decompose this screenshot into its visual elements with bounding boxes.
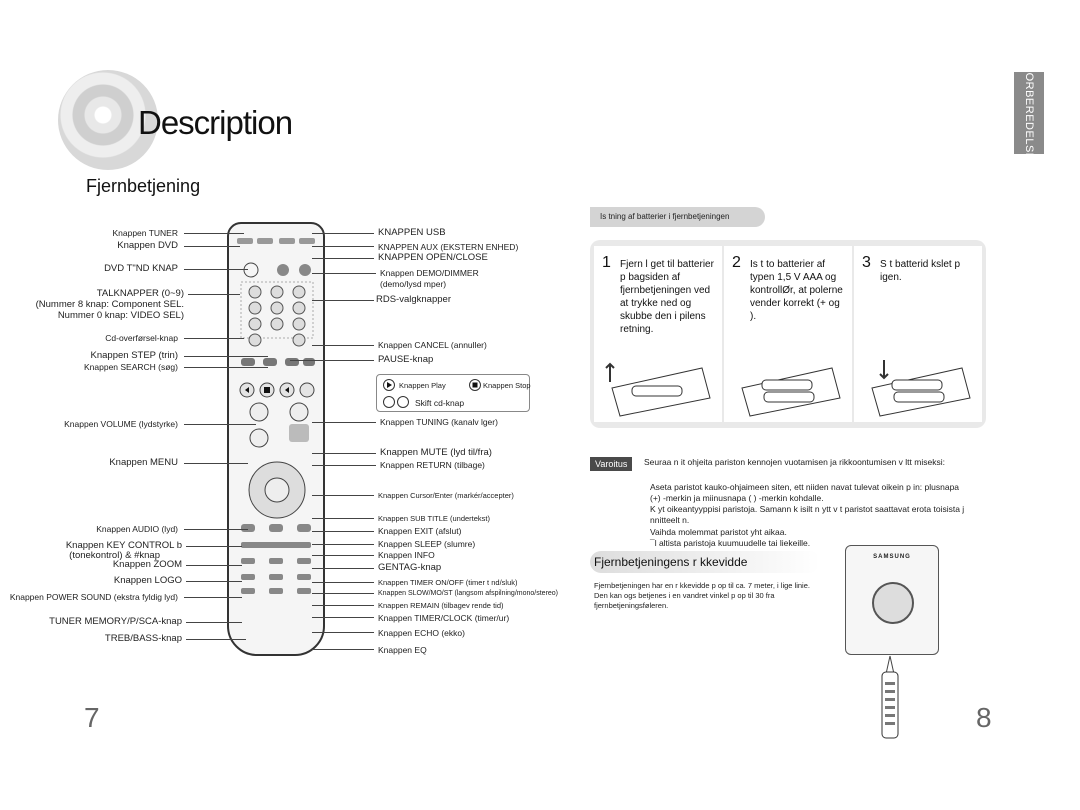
section-title: Fjernbetjening: [86, 176, 201, 196]
label-usb: KNAPPEN USB: [378, 227, 446, 238]
label-pause: PAUSE-knap: [378, 354, 434, 365]
label-cd-transfer: Cd-overførsel-knap: [105, 333, 178, 343]
label-key-control-note: (tonekontrol) & #knap: [69, 550, 160, 561]
label-number-keys: TALKNAPPER (0~9): [96, 288, 184, 299]
play-icon: [383, 379, 395, 391]
label-demo-dimmer: Knappen DEMO/DIMMER: [380, 268, 479, 278]
side-tab: FORBEREDELSE: [1014, 65, 1044, 161]
warning-line-2: K yt oikeantyyppisi paristoja. Samann k …: [650, 504, 965, 525]
label-return: Knappen RETURN (tilbage): [380, 460, 485, 470]
skip-icons: [383, 396, 409, 408]
remote-buttons-svg: [237, 238, 315, 594]
label-cancel: Knappen CANCEL (annuller): [378, 340, 487, 350]
label-zoom: Knappen ZOOM: [112, 559, 182, 570]
range-title: Fjernbetjeningens r kkevidde: [594, 555, 748, 569]
label-tuning: Knappen TUNING (kanalv lger): [380, 417, 498, 427]
label-aux: KNAPPEN AUX (EKSTERN ENHED): [378, 242, 519, 252]
label-number-keys-note1: (Nummer 8 knap: Component SEL.: [35, 299, 184, 310]
label-volume: Knappen VOLUME (lydstyrke): [64, 419, 178, 429]
legend-stop: Knappen Stop: [483, 381, 531, 390]
label-info: Knappen INFO: [378, 550, 435, 560]
label-dvd: Knappen DVD: [117, 240, 178, 251]
label-mute: Knappen MUTE (lyd til/fra): [380, 447, 492, 458]
label-tuner-memory: TUNER MEMORY/P/SCA-knap: [49, 616, 182, 627]
range-title-bar: [590, 551, 820, 573]
label-subtitle: Knappen SUB TITLE (undertekst): [378, 514, 491, 523]
label-key-control: Knappen KEY CONTROL b: [65, 540, 182, 551]
main-unit-illustration: SAMSUNG: [845, 545, 939, 655]
step-number: 1: [602, 254, 611, 271]
battery-steps-panel: 1 Fjern l get til batterier p bagsiden a…: [590, 240, 986, 428]
label-timer-clock: Knappen TIMER/CLOCK (timer/ur): [378, 613, 510, 623]
label-demo-dimmer-note: (demo/lysd mper): [380, 279, 447, 289]
step-1: 1 Fjern l get til batterier p bagsiden a…: [594, 246, 722, 422]
label-search: Knappen SEARCH (søg): [83, 362, 178, 372]
battery-insert-illustration: [741, 367, 841, 417]
legend-play: Knappen Play: [399, 381, 446, 390]
warning-line-1: Aseta paristot kauko-ohjaimeen siten, et…: [650, 482, 960, 503]
unit-speaker: [872, 582, 914, 624]
label-logo: Knappen LOGO: [113, 575, 182, 586]
battery-cover-illustration: [605, 362, 711, 417]
label-audio: Knappen AUDIO (lyd): [96, 524, 178, 534]
side-tab-label: FORBEREDELSE: [1023, 65, 1035, 161]
label-repeat: GENTAG-knap: [378, 562, 442, 573]
warning-line-4: ¯l altista paristoja kuumuudelle tai lie…: [650, 538, 811, 548]
label-power-sound: Knappen POWER SOUND (ekstra fyldig lyd): [9, 592, 178, 602]
battery-close-illustration: [871, 360, 971, 417]
range-arrows: [881, 655, 899, 739]
warning-label: Varoitus: [590, 457, 633, 471]
warning-intro: Seuraa n it ohjeita pariston kennojen vu…: [644, 457, 945, 467]
step-text: Fjern l get til batterier p bagsiden af …: [620, 259, 714, 335]
play-stop-legend: Knappen Play Knappen Stop Skift cd-knap: [376, 374, 531, 412]
label-exit: Knappen EXIT (afslut): [378, 526, 462, 536]
warning-line-3: Vaihda molemmat paristot yht aikaa.: [650, 527, 787, 537]
label-remain: Knappen REMAIN (tilbagev rende tid): [378, 601, 504, 610]
step-text: Is t to batterier af typen 1,5 V AAA og …: [750, 259, 843, 322]
page-number-left: 7: [84, 702, 100, 733]
label-number-keys-note2: Nummer 0 knap: VIDEO SEL): [57, 310, 184, 321]
step-number: 2: [732, 254, 741, 271]
label-dvd-power: DVD T"ND KNAP: [104, 263, 178, 274]
label-treb-bass: TREB/BASS-knap: [104, 633, 182, 644]
label-tuner: Knappen TUNER: [112, 228, 178, 238]
stop-icon: [469, 379, 481, 391]
page-number-right: 8: [976, 702, 992, 733]
remote-control: [227, 222, 325, 656]
step-number: 3: [862, 254, 871, 271]
label-rds: RDS-valgknapper: [376, 294, 451, 305]
battery-header: Is tning af batterier i fjernbetjeningen: [590, 207, 765, 227]
label-eq: Knappen EQ: [378, 645, 427, 655]
step-text: S t batterid kslet p igen.: [880, 259, 961, 283]
label-sleep: Knappen SLEEP (slumre): [378, 539, 476, 549]
range-text: Fjernbetjeningen har en r kkevidde p op …: [594, 581, 810, 610]
legend-cd-skip: Skift cd-knap: [415, 398, 465, 408]
label-slow-mo-st: Knappen SLOW/MO/ST (langsom afspilning/m…: [378, 590, 559, 597]
label-cursor-enter: Knappen Cursor/Enter (markér/accepter): [378, 491, 514, 500]
brand-logo: SAMSUNG: [873, 554, 911, 560]
label-echo: Knappen ECHO (ekko): [378, 628, 465, 638]
page-title: Description: [138, 104, 293, 141]
label-step: Knappen STEP (trin): [90, 350, 178, 361]
label-open-close: KNAPPEN OPEN/CLOSE: [378, 252, 488, 263]
step-2: 2 Is t to batterier af typen 1,5 V AAA o…: [724, 246, 852, 422]
disc-graphic: [58, 70, 158, 170]
label-menu: Knappen MENU: [109, 457, 178, 468]
step-3: 3 S t batterid kslet p igen.: [854, 246, 982, 422]
label-timer-onoff: Knappen TIMER ON/OFF (timer t nd/sluk): [378, 578, 518, 587]
